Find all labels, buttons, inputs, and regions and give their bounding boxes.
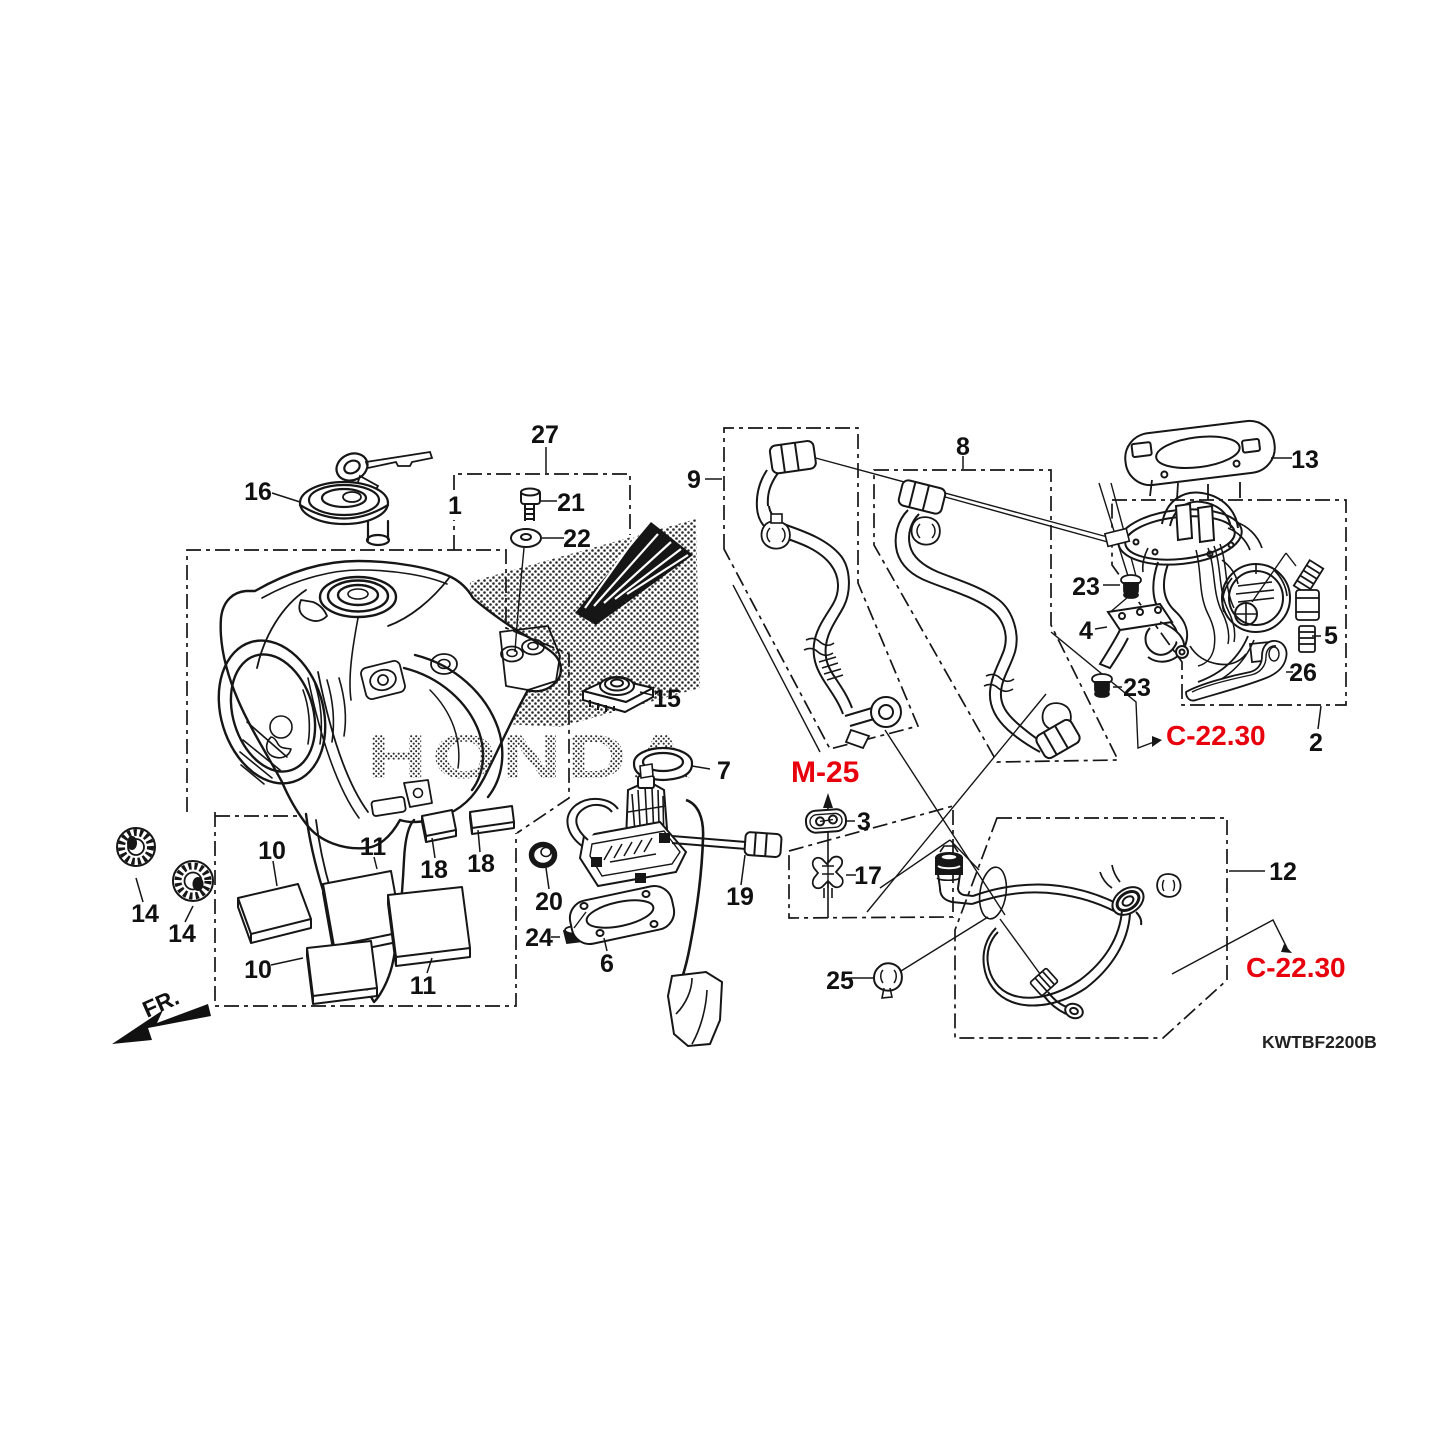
svg-text:3: 3 [857, 808, 871, 836]
svg-text:13: 13 [1291, 446, 1319, 474]
svg-text:17: 17 [854, 862, 882, 890]
svg-text:C-22.30: C-22.30 [1166, 720, 1266, 751]
svg-text:C-22.30: C-22.30 [1246, 952, 1346, 983]
svg-text:10: 10 [244, 956, 272, 984]
svg-text:11: 11 [360, 833, 387, 861]
svg-text:14: 14 [131, 900, 159, 928]
svg-text:21: 21 [557, 489, 585, 517]
svg-text:10: 10 [258, 837, 286, 865]
svg-text:18: 18 [420, 856, 448, 884]
svg-text:11: 11 [410, 972, 437, 1000]
svg-text:1: 1 [448, 492, 462, 520]
svg-text:9: 9 [687, 466, 701, 494]
svg-text:M-25: M-25 [791, 756, 859, 789]
svg-text:12: 12 [1269, 858, 1297, 886]
svg-text:4: 4 [1079, 617, 1093, 645]
svg-text:24: 24 [525, 924, 553, 952]
svg-text:22: 22 [563, 525, 591, 553]
svg-text:15: 15 [653, 685, 681, 713]
svg-text:6: 6 [600, 950, 614, 978]
svg-text:14: 14 [168, 920, 196, 948]
svg-text:26: 26 [1289, 659, 1317, 687]
svg-text:23: 23 [1072, 573, 1100, 601]
svg-text:19: 19 [726, 883, 754, 911]
svg-text:2: 2 [1309, 729, 1323, 757]
svg-text:27: 27 [531, 421, 559, 449]
svg-text:20: 20 [535, 888, 563, 916]
svg-text:25: 25 [826, 967, 854, 995]
svg-text:8: 8 [956, 433, 970, 461]
svg-text:16: 16 [244, 478, 272, 506]
svg-text:KWTBF2200B: KWTBF2200B [1262, 1032, 1377, 1052]
svg-text:7: 7 [717, 757, 731, 785]
svg-text:5: 5 [1324, 622, 1338, 650]
svg-text:23: 23 [1123, 674, 1151, 702]
svg-text:18: 18 [467, 850, 495, 878]
